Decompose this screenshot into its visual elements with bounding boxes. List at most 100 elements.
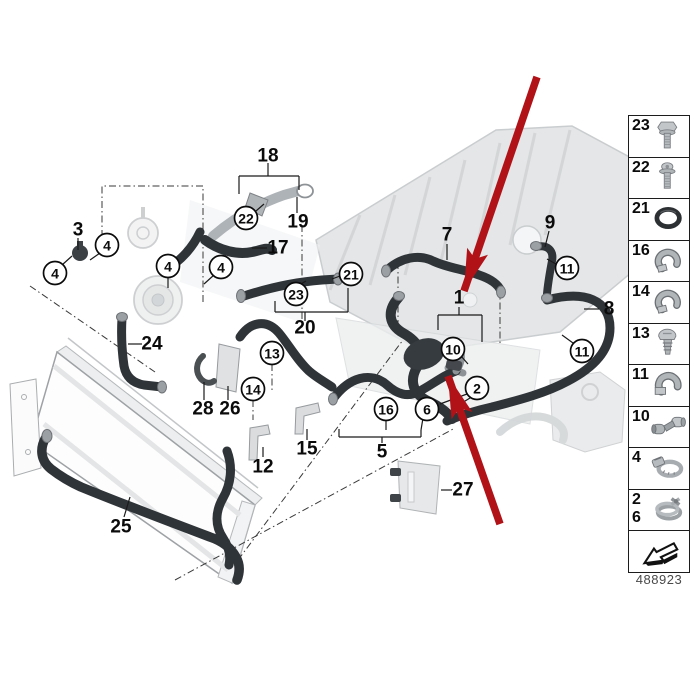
hose-5 [328,366,461,404]
legend-item-11: 11 [629,365,689,407]
legend-item-number: 10 [632,407,650,425]
svg-text:4: 4 [51,266,59,282]
hex-bolt-icon [650,117,688,153]
part-label-circled-11: 11 [554,255,580,281]
part-label-circled-14: 14 [240,376,266,402]
part-label-7: 7 [442,225,453,246]
legend-item-14: 14 [629,282,689,324]
part-label-8: 8 [604,299,615,320]
svg-text:4: 4 [217,260,225,276]
highlight-arrow-lower [444,374,504,526]
double-pipe-clip-icon [650,408,688,444]
hose-20 [236,274,343,302]
part-label-circled-22: 22 [233,205,259,231]
legend-item-direction [629,531,689,573]
hoses [37,227,615,585]
part-label-circled-4: 4 [155,253,181,279]
svg-text:11: 11 [560,261,575,277]
part-label-24: 24 [141,334,163,355]
legend-item-number: 16 [632,241,650,259]
bracket-26 [215,343,241,393]
part-label-circled-13: 13 [259,340,285,366]
svg-text:16: 16 [378,402,394,418]
part-label-12: 12 [252,457,273,478]
part-label-19: 19 [287,212,308,233]
bracket-27 [397,460,441,515]
svg-text:2: 2 [473,381,481,397]
clip-28 [194,353,217,386]
bolt-27b [390,494,401,502]
part-label-circled-11: 11 [569,338,595,364]
svg-text:10: 10 [445,342,461,358]
svg-text:21: 21 [343,267,359,283]
o-ring-icon [650,200,688,236]
svg-text:4: 4 [164,259,172,275]
legend-item-number: 11 [632,366,649,384]
svg-text:11: 11 [575,344,590,360]
hose-7 [381,252,506,296]
flange-screw-icon [650,159,688,195]
part-label-circled-23: 23 [283,281,309,307]
legend-item-21: 21 [629,199,689,241]
part-label-27: 27 [452,480,473,501]
svg-text:4: 4 [103,238,111,254]
part-label-9: 9 [545,213,556,234]
hose-25 [37,432,244,585]
legend-item-number: 22 [632,158,650,176]
part-label-circled-4: 4 [208,254,234,280]
spring-clamp-icon [650,491,688,527]
part-label-18: 18 [257,146,278,167]
hose-8 [442,291,615,426]
svg-text:6: 6 [423,402,431,418]
arrows-layer [444,75,541,526]
legend-item-number: 4 [632,449,641,467]
legend-item-22: 22 [629,157,689,200]
part-label-1: 1 [454,288,465,309]
part-label-circled-21: 21 [338,261,364,287]
part-label-circled-4: 4 [42,260,68,286]
part-label-circled-4: 4 [94,232,120,258]
part-label-26: 26 [219,399,240,420]
radiator [9,337,263,585]
legend-item-4: 4 [629,448,689,490]
legend-item-number: 23 [632,117,650,134]
worm-clamp-icon [650,449,688,485]
hose-24 [117,313,167,392]
radiator-mount-bracket [9,378,42,477]
legend-item-10: 10 [629,406,689,449]
legend-item-16: 16 [629,240,689,283]
part-label-3: 3 [73,220,84,241]
small-parts [72,241,463,515]
diagram-code: 488923 [635,572,683,587]
svg-text:14: 14 [245,382,261,398]
part-label-17: 17 [267,238,288,259]
sealing-cap-19 [296,183,314,199]
direction-arrow-icon [632,534,688,570]
legend-item-number: 13 [632,324,650,342]
svg-text:13: 13 [264,346,280,362]
sensor-2 [445,359,463,371]
legend-item-13: 13 [629,323,689,366]
legend-item-number: 21 [632,200,650,218]
part-label-28: 28 [192,399,213,420]
highlight-arrow-upper [460,75,541,293]
bracket-15 [294,402,321,435]
expansion-tank [496,371,626,453]
part-label-20: 20 [294,318,315,339]
part-label-circled-10: 10 [440,336,466,362]
hose-13 [235,319,337,392]
svg-text:22: 22 [238,211,254,227]
legend-item-23: 23 [629,116,689,158]
part-label-circled-6: 6 [414,396,440,422]
part-label-circled-2: 2 [464,375,490,401]
hose-17 [200,235,277,258]
part-label-25: 25 [110,517,132,538]
bracket-12 [248,424,271,461]
pipe-clip-icon [650,366,688,402]
